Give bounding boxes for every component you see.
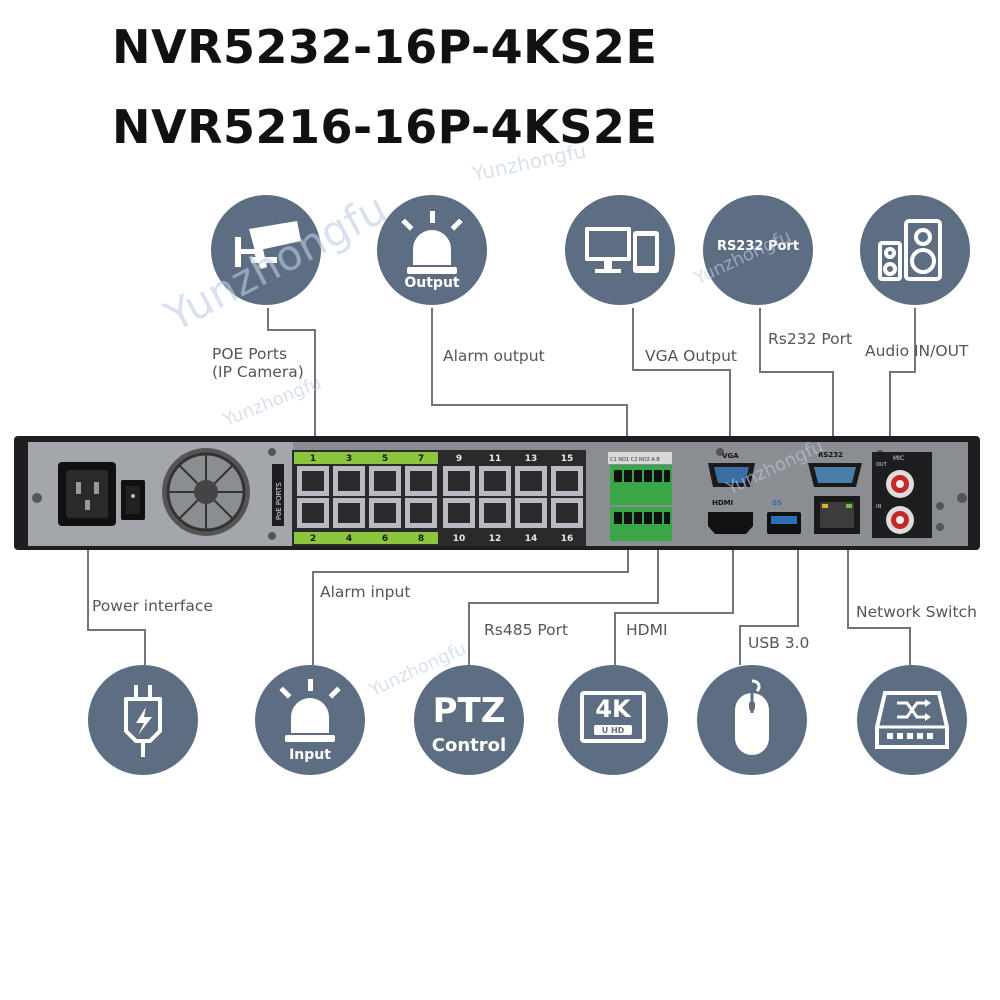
ptz-control-icon: PTZ Control — [414, 665, 524, 775]
port-number-bottom: 6 — [382, 534, 388, 544]
port-number-bottom: 4 — [346, 534, 352, 544]
poe-port-jack — [484, 503, 506, 523]
poe-port-jack — [448, 503, 470, 523]
rs232-panel-label: RS232 — [818, 451, 843, 459]
poe-port-jack — [302, 471, 324, 491]
rs232-icon-text: RS232 Port — [716, 239, 800, 254]
power-plug-icon — [88, 665, 198, 775]
poe-port-jack — [374, 503, 396, 523]
line-rs232 — [759, 308, 834, 460]
port-number-top: 13 — [525, 454, 538, 464]
poe-port-jack — [556, 503, 578, 523]
ptz-control-text: Control — [431, 735, 507, 756]
poe-port-jack — [338, 471, 360, 491]
port-number-top: 3 — [346, 454, 352, 464]
vga-output-label: VGA Output — [645, 347, 737, 365]
power-interface-label: Power interface — [92, 597, 213, 615]
poe-port-jack — [448, 471, 470, 491]
mouse-icon — [697, 665, 807, 775]
poe-ports-label-line1: POE Ports — [212, 345, 288, 363]
rs232-icon: RS232 Port — [703, 195, 813, 305]
alarm-output-label: Alarm output — [443, 347, 545, 365]
port-number-bottom: 16 — [561, 534, 574, 544]
alarm-input-label: Alarm input — [320, 583, 411, 601]
port-number-top: 15 — [561, 454, 574, 464]
port-number-bottom: 12 — [489, 534, 502, 544]
port-number-bottom: 8 — [418, 534, 424, 544]
uhd-4k-text: 4K — [595, 695, 631, 723]
line-usb — [739, 540, 799, 665]
poe-port-jack — [484, 471, 506, 491]
line-audio — [889, 308, 916, 460]
audio-in-out-label: Audio IN/OUT — [865, 342, 969, 360]
poe-port-jack — [338, 503, 360, 523]
line-network — [847, 532, 911, 665]
audio-in-label: IN — [876, 504, 881, 510]
line-alarm-output — [431, 308, 628, 455]
rs485-port-label: Rs485 Port — [484, 621, 569, 639]
port-number-top: 11 — [489, 454, 502, 464]
panel-poe-label: PoE PORTS — [275, 482, 283, 520]
line-poe — [267, 308, 316, 448]
poe-port-jack — [374, 471, 396, 491]
uhd-4k-icon: 4K U HD — [558, 665, 668, 775]
poe-port-jack — [520, 471, 542, 491]
model-title-5232: NVR5232-16P-4KS2E — [112, 20, 658, 74]
network-switch-icon — [857, 665, 967, 775]
poe-ports-label-line2: (IP Camera) — [212, 362, 304, 381]
speaker-icon — [860, 195, 970, 305]
ip-camera-icon — [211, 195, 321, 305]
poe-port-jack — [520, 503, 542, 523]
monitor-tablet-icon — [565, 195, 675, 305]
vga-label: VGA — [722, 452, 739, 460]
port-number-bottom: 10 — [453, 534, 466, 544]
mic-label: MIC — [893, 455, 904, 462]
alarm-input-icon: Input — [255, 665, 365, 775]
line-hdmi — [614, 540, 734, 665]
poe-port-jack — [410, 503, 432, 523]
usb-panel-label: SS — [772, 499, 782, 507]
hdmi-panel-label: HDMI — [712, 499, 733, 507]
network-switch-label: Network Switch — [856, 603, 977, 621]
hdmi-label: HDMI — [626, 621, 668, 639]
line-alarm-input — [312, 545, 629, 665]
poe-port-jack — [410, 471, 432, 491]
port-number-bottom: 14 — [525, 534, 538, 544]
rs232-port-label: Rs232 Port — [768, 330, 853, 348]
poe-port-jack — [556, 471, 578, 491]
usb-label: USB 3.0 — [748, 634, 810, 652]
audio-out-label: OUT — [876, 462, 888, 468]
port-number-top: 1 — [310, 454, 316, 464]
line-vga — [632, 308, 731, 462]
uhd-text: U HD — [601, 726, 625, 735]
port-number-top: 9 — [456, 454, 462, 464]
input-icon-text: Input — [289, 747, 331, 763]
ptz-icon-text: PTZ — [432, 691, 506, 731]
terminal-label: C1 NO1 C2 NO2 A B — [610, 457, 660, 463]
poe-port-grid — [297, 466, 583, 528]
model-title-5216: NVR5216-16P-4KS2E — [112, 100, 658, 154]
port-number-top: 7 — [418, 454, 424, 464]
port-number-bottom: 2 — [310, 534, 316, 544]
alarm-output-icon: Output — [377, 195, 487, 305]
line-power — [87, 548, 146, 665]
port-number-top: 5 — [382, 454, 388, 464]
poe-port-jack — [302, 503, 324, 523]
line-rs485 — [468, 545, 659, 665]
port-numbers-bottom: 2 4 6 8 10 12 14 16 — [310, 534, 573, 544]
poe-ports-label: POE Ports (IP Camera) — [212, 345, 304, 382]
output-icon-text: Output — [404, 275, 460, 291]
